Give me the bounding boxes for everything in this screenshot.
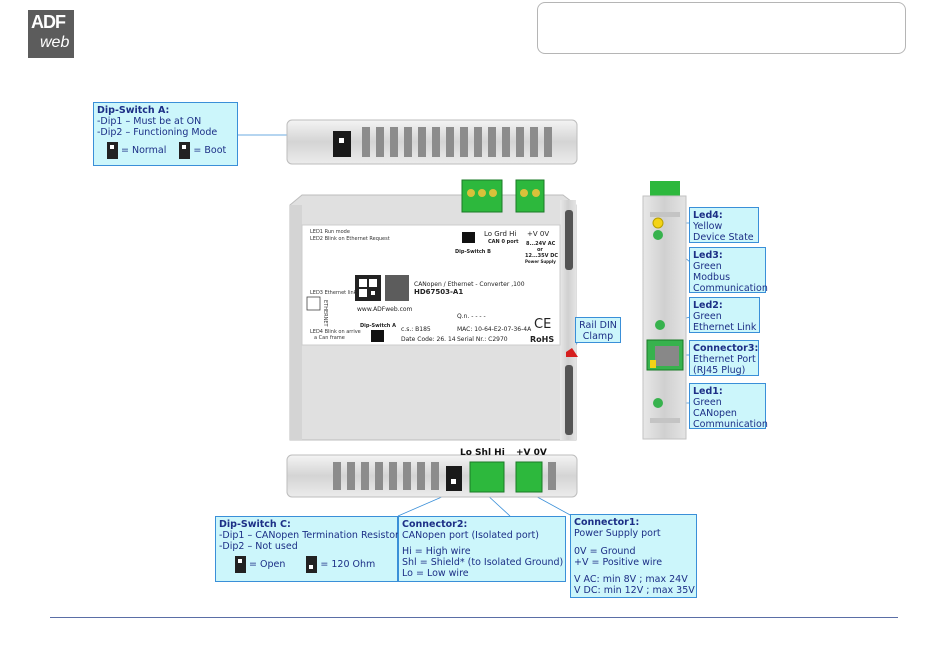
conn2-line4: Lo = Low wire: [402, 568, 469, 579]
led2-line1: Green: [693, 311, 722, 322]
led2-title: Led2:: [693, 300, 723, 311]
dip-switch-c: [446, 466, 462, 491]
front-serial: Serial Nr.: C2970: [457, 336, 508, 343]
adfweb-logo: ADF web: [28, 10, 74, 58]
switch-open-icon: [235, 556, 246, 573]
conn3-line2: (RJ45 Plug): [693, 365, 746, 376]
front-can0: CAN 0 port: [488, 239, 519, 245]
conn2-line1: CANopen port (Isolated port): [402, 530, 539, 541]
dip-c-title: Dip-Switch C:: [219, 519, 291, 530]
connector2-note: Connector2: CANopen port (Isolated port)…: [398, 516, 566, 582]
led1-line1: Green: [693, 397, 722, 408]
device-top-view: [286, 119, 578, 165]
led1-title: Led1:: [693, 386, 723, 397]
rail-line2: Clamp: [582, 331, 614, 342]
front-led4a: LED4 Blink on arrive: [310, 329, 361, 335]
conn1-line1: Power Supply port: [574, 528, 661, 539]
front-web: www.ADFweb.com: [357, 306, 413, 313]
led4-line1: Yellow: [693, 221, 723, 232]
header-box: [537, 2, 906, 54]
front-led3: LED3 Ethernet link: [310, 290, 357, 296]
front-dipa: Dip-Switch A: [360, 323, 396, 329]
rail-din-note: Rail DIN Clamp: [575, 317, 621, 343]
front-port-label: Lo Grd Hi: [484, 230, 516, 238]
led4-title: Led4:: [693, 210, 723, 221]
led4-line2: Device State: [693, 232, 754, 243]
front-pwr3: 12...35V DC: [525, 253, 558, 259]
dip-a-line1: -Dip1 – Must be at ON: [97, 116, 202, 127]
dip-c-line2: -Dip2 – Not used: [219, 541, 298, 552]
rail-line1: Rail DIN: [579, 320, 617, 331]
conn2-line3: Shl = Shield* (to Isolated Ground): [402, 557, 564, 568]
logo-line2: web: [40, 34, 70, 51]
connector1-note: Connector1: Power Supply port 0V = Groun…: [570, 514, 697, 598]
switch-normal-icon: [107, 142, 118, 159]
led1-line3: Communication: [693, 419, 768, 430]
conn1-line4: V AC: min 8V ; max 24V: [574, 574, 688, 585]
led2-note: Led2: Green Ethernet Link: [689, 297, 760, 333]
front-eth: ETHERNET: [322, 300, 328, 328]
front-pwr2: or: [537, 247, 543, 253]
dip-switch-c-note: Dip-Switch C: -Dip1 – CANopen Terminatio…: [215, 516, 399, 582]
device-front-view: [289, 179, 578, 441]
front-cs: c.s.: B185: [401, 326, 431, 333]
led1-note: Led1: Green CANopen Communication: [689, 383, 768, 430]
conn1-line3: +V = Positive wire: [574, 557, 663, 568]
front-led4b: a Can frame: [314, 335, 345, 341]
front-mac: MAC: 10-64-E2-07-36-4A: [457, 326, 532, 333]
dip-a-title: Dip-Switch A:: [97, 105, 170, 116]
front-date: Date Code: 26. 14: [401, 336, 456, 343]
conn2-line2: Hi = High wire: [402, 546, 471, 557]
device-bottom-view: [286, 454, 578, 498]
front-rohs: RoHS: [530, 335, 554, 344]
dip-a-line2: -Dip2 – Functioning Mode: [97, 127, 218, 138]
connector3-note: Connector3: Ethernet Port (RJ45 Plug): [689, 340, 759, 376]
led2-line2: Ethernet Link: [693, 322, 757, 333]
dip-a-boot: = Boot: [193, 145, 227, 156]
front-dipb: Dip-Switch B: [455, 249, 491, 255]
front-name2: HD67503-A1: [414, 288, 463, 296]
dip-a-normal: = Normal: [121, 145, 167, 156]
switch-boot-icon: [179, 142, 191, 159]
front-led2: LED2 Blink on Ethernet Request: [310, 236, 390, 242]
conn1-line2: 0V = Ground: [574, 546, 636, 557]
front-pwr-label: +V 0V: [527, 230, 549, 238]
led1-line2: CANopen: [693, 408, 737, 419]
led3-line2: Modbus: [693, 272, 731, 283]
dip-c-ohm: = 120 Ohm: [320, 559, 376, 570]
front-pwr4: Power Supply: [525, 259, 556, 264]
device-side-view: [642, 181, 687, 440]
led3-line3: Communication: [693, 283, 768, 294]
front-qn: Q.n. - - - -: [457, 313, 486, 320]
led3-note: Led3: Green Modbus Communication: [689, 247, 768, 294]
conn3-line1: Ethernet Port: [693, 354, 756, 365]
conn2-title: Connector2:: [402, 519, 468, 530]
conn1-title: Connector1:: [574, 517, 640, 528]
led3-line1: Green: [693, 261, 722, 272]
footer-divider: [50, 617, 898, 618]
dip-c-line1: -Dip1 – CANopen Termination Resistor: [219, 530, 399, 541]
front-pwr1: 8...24V AC: [526, 241, 556, 247]
bottom-can-label: Lo Shl Hi: [460, 448, 505, 458]
dip-c-open: = Open: [249, 559, 286, 570]
conn1-line5: V DC: min 12V ; max 35V: [574, 585, 695, 596]
conn3-title: Connector3:: [693, 343, 759, 354]
bottom-pwr-label: +V 0V: [516, 448, 547, 458]
led3-title: Led3:: [693, 250, 723, 261]
dip-switch-a: [333, 131, 351, 157]
led4-note: Led4: Yellow Device State: [689, 207, 759, 243]
switch-120ohm-icon: [306, 556, 318, 573]
front-led1: LED1 Run mode: [310, 229, 350, 235]
front-name1: CANopen / Ethernet - Converter ,100: [414, 281, 525, 288]
front-ce: CE: [534, 317, 551, 332]
logo-line1: ADF: [31, 12, 66, 32]
dip-switch-a-note: Dip-Switch A: -Dip1 – Must be at ON -Dip…: [93, 102, 238, 166]
